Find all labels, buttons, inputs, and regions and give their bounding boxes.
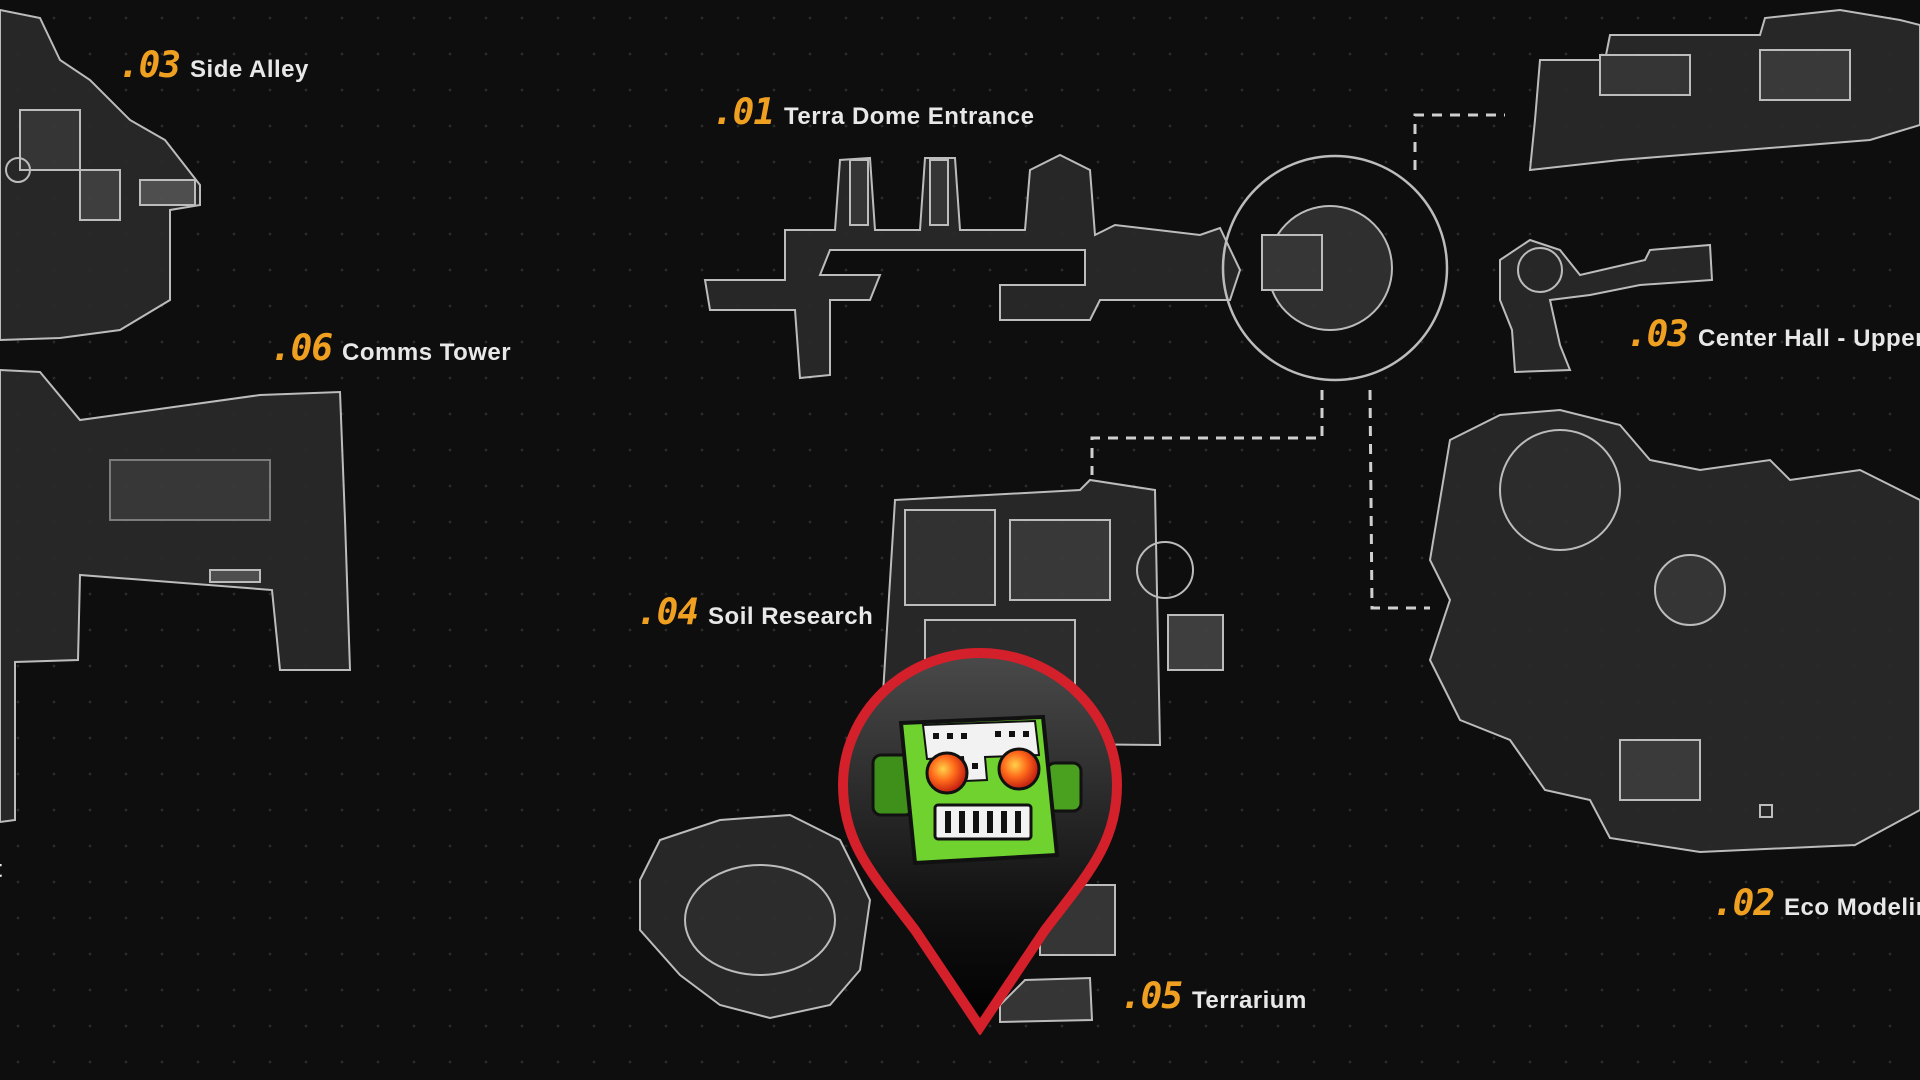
location-number: .02 bbox=[1712, 883, 1775, 924]
location-label-eco-modeling[interactable]: .02 Eco Modeling bbox=[1712, 883, 1920, 924]
location-name: Side Alley bbox=[190, 56, 309, 83]
location-label-center-hall-upper[interactable]: .03 Center Hall - Upper bbox=[1626, 314, 1920, 355]
floorplan-terrarium[interactable] bbox=[639, 813, 1116, 1024]
location-label-side-alley[interactable]: .03 Side Alley bbox=[118, 45, 309, 86]
location-name: Terra Dome Entrance bbox=[784, 103, 1035, 130]
location-label-cutoff: t bbox=[0, 856, 3, 884]
location-number: .03 bbox=[118, 45, 181, 86]
floorplan-side-alley[interactable] bbox=[0, 8, 201, 342]
location-label-terra-dome-entrance[interactable]: .01 Terra Dome Entrance bbox=[712, 92, 1035, 133]
location-pin-marker[interactable] bbox=[835, 645, 1125, 1035]
location-name: Terrarium bbox=[1192, 987, 1307, 1014]
location-number: .04 bbox=[636, 592, 699, 633]
floorplan-terra-dome-entrance[interactable] bbox=[703, 153, 1449, 382]
location-name: Comms Tower bbox=[342, 339, 512, 366]
location-number: .06 bbox=[270, 328, 333, 369]
location-number: .05 bbox=[1120, 976, 1183, 1017]
cutoff-text: t bbox=[0, 856, 3, 884]
robot-head-icon bbox=[871, 714, 1083, 866]
floorplan-comms-tower[interactable] bbox=[0, 368, 352, 824]
floorplan-center-hall-upper[interactable] bbox=[1499, 8, 1920, 374]
location-label-terrarium[interactable]: .05 Terrarium bbox=[1120, 976, 1307, 1017]
location-name: Soil Research bbox=[708, 603, 874, 630]
connector-lines bbox=[1090, 113, 1505, 610]
location-name: Eco Modeling bbox=[1784, 894, 1920, 921]
floorplan-eco-modeling[interactable] bbox=[1428, 408, 1920, 854]
location-number: .01 bbox=[712, 92, 775, 133]
location-label-comms-tower[interactable]: .06 Comms Tower bbox=[270, 328, 511, 369]
location-name: Center Hall - Upper bbox=[1698, 325, 1920, 352]
location-label-soil-research[interactable]: .04 Soil Research bbox=[636, 592, 873, 633]
location-number: .03 bbox=[1626, 314, 1689, 355]
